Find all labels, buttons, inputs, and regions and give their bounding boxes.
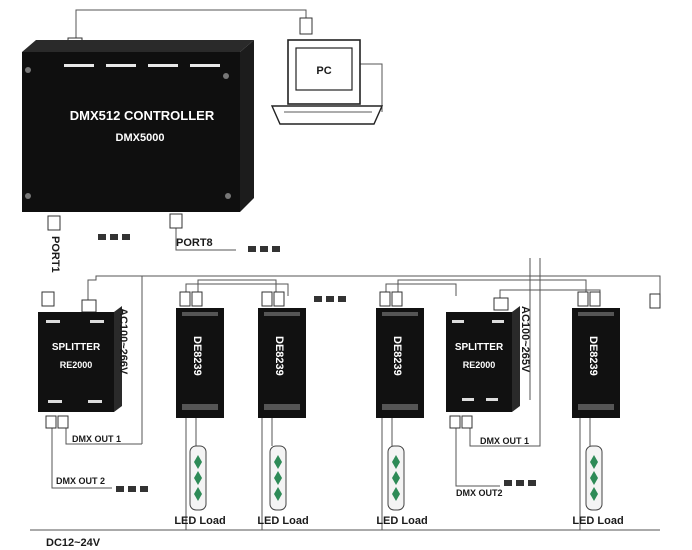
decoder-3: DE8239: [376, 291, 424, 418]
bus-drop-wire: [197, 279, 277, 296]
dmx-bus-wire: [87, 275, 661, 310]
port8-label: PORT8: [176, 237, 213, 249]
decoder-1: DE8239: [176, 291, 224, 418]
splitter-name: SPLITTER: [52, 342, 101, 353]
led-load-label: LED Load: [174, 515, 225, 527]
dmx-out1-label: DMX OUT 1: [480, 436, 529, 446]
port8-wire: [175, 222, 236, 251]
led-load-label: LED Load: [376, 515, 427, 527]
led-load-1: LED Load: [174, 445, 226, 527]
led-icon: [194, 487, 202, 501]
led-icon: [274, 471, 282, 485]
led-icon: [590, 455, 598, 469]
ellipsis-icon: [98, 234, 130, 240]
decoder-body: [258, 308, 306, 418]
led-icon: [392, 487, 400, 501]
splitter-model: RE2000: [60, 360, 93, 370]
decoder-body: [572, 308, 620, 418]
led-load-label: LED Load: [572, 515, 623, 527]
led-icon: [274, 455, 282, 469]
ellipsis-icon: [504, 480, 536, 486]
led-icon: [274, 487, 282, 501]
dmx-out1-wire: [65, 428, 142, 445]
port1-label: PORT1: [49, 236, 61, 273]
led-icon: [194, 455, 202, 469]
dc-rail-label: DC12~24V: [46, 537, 101, 549]
load-wire: [164, 418, 187, 531]
led-load-4: LED Load: [572, 445, 624, 527]
dmx-out2-wire: [51, 428, 112, 489]
decoder-model: DE8239: [273, 336, 285, 376]
led-icon: [194, 471, 202, 485]
splitter-name: SPLITTER: [455, 342, 504, 353]
decoder-model: DE8239: [587, 336, 599, 376]
wiring: [30, 9, 661, 531]
port1-connector: [47, 215, 61, 231]
screw-icon: [25, 193, 31, 199]
decoder-4: DE8239: [572, 291, 620, 418]
screw-icon: [25, 67, 31, 73]
screw-icon: [223, 73, 229, 79]
led-icon: [590, 471, 598, 485]
decoder-model: DE8239: [391, 336, 403, 376]
splitter-2: SPLITTER RE2000 AC100~265V DMX OUT 1 DMX…: [446, 297, 536, 498]
controller-model: DMX5000: [116, 132, 165, 144]
dmx-out1-wire-b: [469, 258, 541, 447]
dmx-out2-label: DMX OUT 2: [56, 476, 105, 486]
pc-computer: PC: [270, 17, 384, 125]
led-icon: [590, 487, 598, 501]
pc-label: PC: [316, 65, 331, 77]
dmx-out2-wire-b: [455, 428, 500, 487]
ellipsis-icon: [248, 246, 280, 252]
pc-cable-wire: [360, 63, 383, 112]
ellipsis-icon: [314, 296, 346, 302]
splitter-body: [446, 312, 512, 412]
port8-connector: [169, 213, 183, 229]
bus-drop-wire: [385, 283, 457, 296]
splitter-model: RE2000: [463, 360, 496, 370]
controller-title: DMX512 CONTROLLER: [70, 108, 215, 123]
splitter-1: SPLITTER RE2000 AC100~266V DMX OUT 1 DMX…: [38, 291, 148, 492]
dmx-out1-label: DMX OUT 1: [72, 434, 121, 444]
pc-screen: [295, 47, 353, 91]
bus-end-connector: [649, 293, 661, 309]
led-load-2: LED Load: [257, 445, 309, 527]
screw-icon: [225, 193, 231, 199]
controller-body: [22, 52, 240, 212]
decoder-body: [376, 308, 424, 418]
pc-keyboard: [270, 105, 384, 125]
led-icon: [392, 471, 400, 485]
bus-drop-wire: [397, 279, 587, 296]
splitter-body: [38, 312, 114, 412]
decoder-model: DE8239: [191, 336, 203, 376]
bus-drop-wire: [185, 283, 289, 296]
led-load-3: LED Load: [376, 445, 428, 527]
led-load-label: LED Load: [257, 515, 308, 527]
decoder-2: DE8239: [258, 291, 306, 418]
dmx-out2-label: DMX OUT2: [456, 488, 503, 498]
splitter-power-label: AC100~265V: [519, 306, 531, 373]
led-icon: [392, 455, 400, 469]
splitter-power-label: AC100~266V: [117, 308, 129, 375]
decoder-body: [176, 308, 224, 418]
dmx-controller: DMX512 CONTROLLER DMX5000 PORT1 PORT8: [22, 37, 280, 273]
pc-link-wire: [75, 9, 307, 42]
ellipsis-icon: [116, 486, 148, 492]
